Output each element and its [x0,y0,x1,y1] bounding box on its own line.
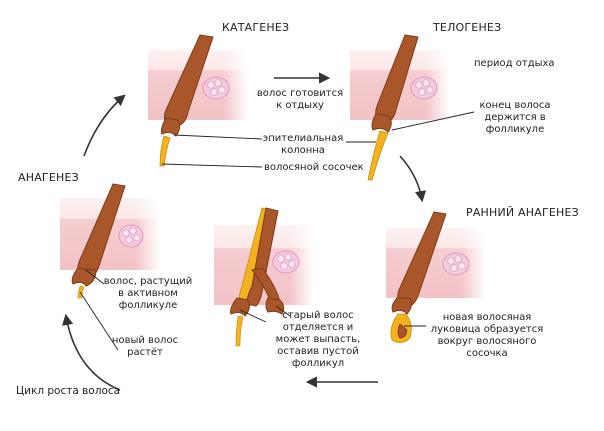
new-hair-shaft [245,207,279,307]
label-line: новый волос [111,335,179,346]
label-line: волос готовится [256,88,344,99]
label-line: может выпасть, [275,334,361,345]
panel-anagen [60,183,160,299]
stage-title-early-anagen: РАННИЙ АНАГЕНЕЗ [466,206,579,219]
dermal-papilla [159,135,171,167]
caption-cycle: Цикл роста волоса [16,385,121,397]
stage-title-telogen: ТЕЛОГЕНЕЗ [433,21,502,34]
label-old-hair: старый волос отделяется и может выпасть,… [270,310,366,370]
label-line: конец волоса [479,100,551,111]
hair-bulb [161,117,181,137]
label-line: фолликул [291,358,345,369]
label-line: к отдыху [276,100,324,111]
epithelial-strand [367,130,389,181]
arrow-to-anagen [62,313,121,391]
stage-title-anagen: АНАГЕНЕЗ [18,171,79,184]
panel-telogen [350,34,450,181]
label-line: старый волос [282,310,354,321]
label-line: новая волосяная [442,312,532,323]
label-line: фолликуле [485,124,545,135]
stage-title-catagen: КАТАГЕНЕЗ [222,21,290,34]
panel-shedding [214,207,314,347]
arrow-telogen-to-early-anagen [399,155,427,203]
hair-club-end [371,113,392,133]
label-hair-end: конец волоса держится в фолликуле [470,100,560,136]
label-papilla: волосяной сосочек [264,162,364,173]
dermal-papilla [235,315,244,347]
hair-club-end [391,297,412,315]
label-growing-hair: волос, растущий в активном фолликуле [100,276,196,312]
label-line: держится в [484,112,546,123]
sebaceous-gland [442,252,470,276]
label-new-hair: новый волос растёт [110,335,180,359]
arrow-anagen-to-catagen [83,94,126,157]
label-line: колонна [281,145,325,156]
label-hair-prepares: волос готовится к отдыху [252,88,348,112]
sebaceous-gland [410,76,438,100]
label-epithelial-column: эпителиальная колонна [258,133,348,157]
label-line: луковица образуется [430,324,544,335]
old-hair-club [265,297,285,315]
panel-catagen [148,34,248,167]
label-line: оставив пустой [277,346,359,357]
label-new-bulb: новая волосяная луковица образуется вокр… [424,312,550,360]
hair-bulb [71,267,97,287]
pointer-lines [79,111,475,351]
label-line: сосочка [466,348,508,359]
label-line: вокруг волосяного [437,336,537,347]
label-line: отделяется и [282,322,354,333]
label-line: эпителиальная [262,133,344,144]
label-line: фолликуле [118,300,178,311]
panel-early-anagen [386,211,486,343]
label-line: в активном [118,288,178,299]
dermal-papilla [77,285,85,299]
sebaceous-gland [272,250,300,274]
new-bulb-core [397,323,408,339]
label-line: растёт [127,347,163,358]
cycle-arrows [62,72,427,391]
sebaceous-gland [118,224,144,248]
label-rest-period: период отдыха [474,58,555,69]
label-line: волос, растущий [103,276,193,287]
sebaceous-gland [202,76,230,100]
new-hair-bulb [230,297,250,317]
